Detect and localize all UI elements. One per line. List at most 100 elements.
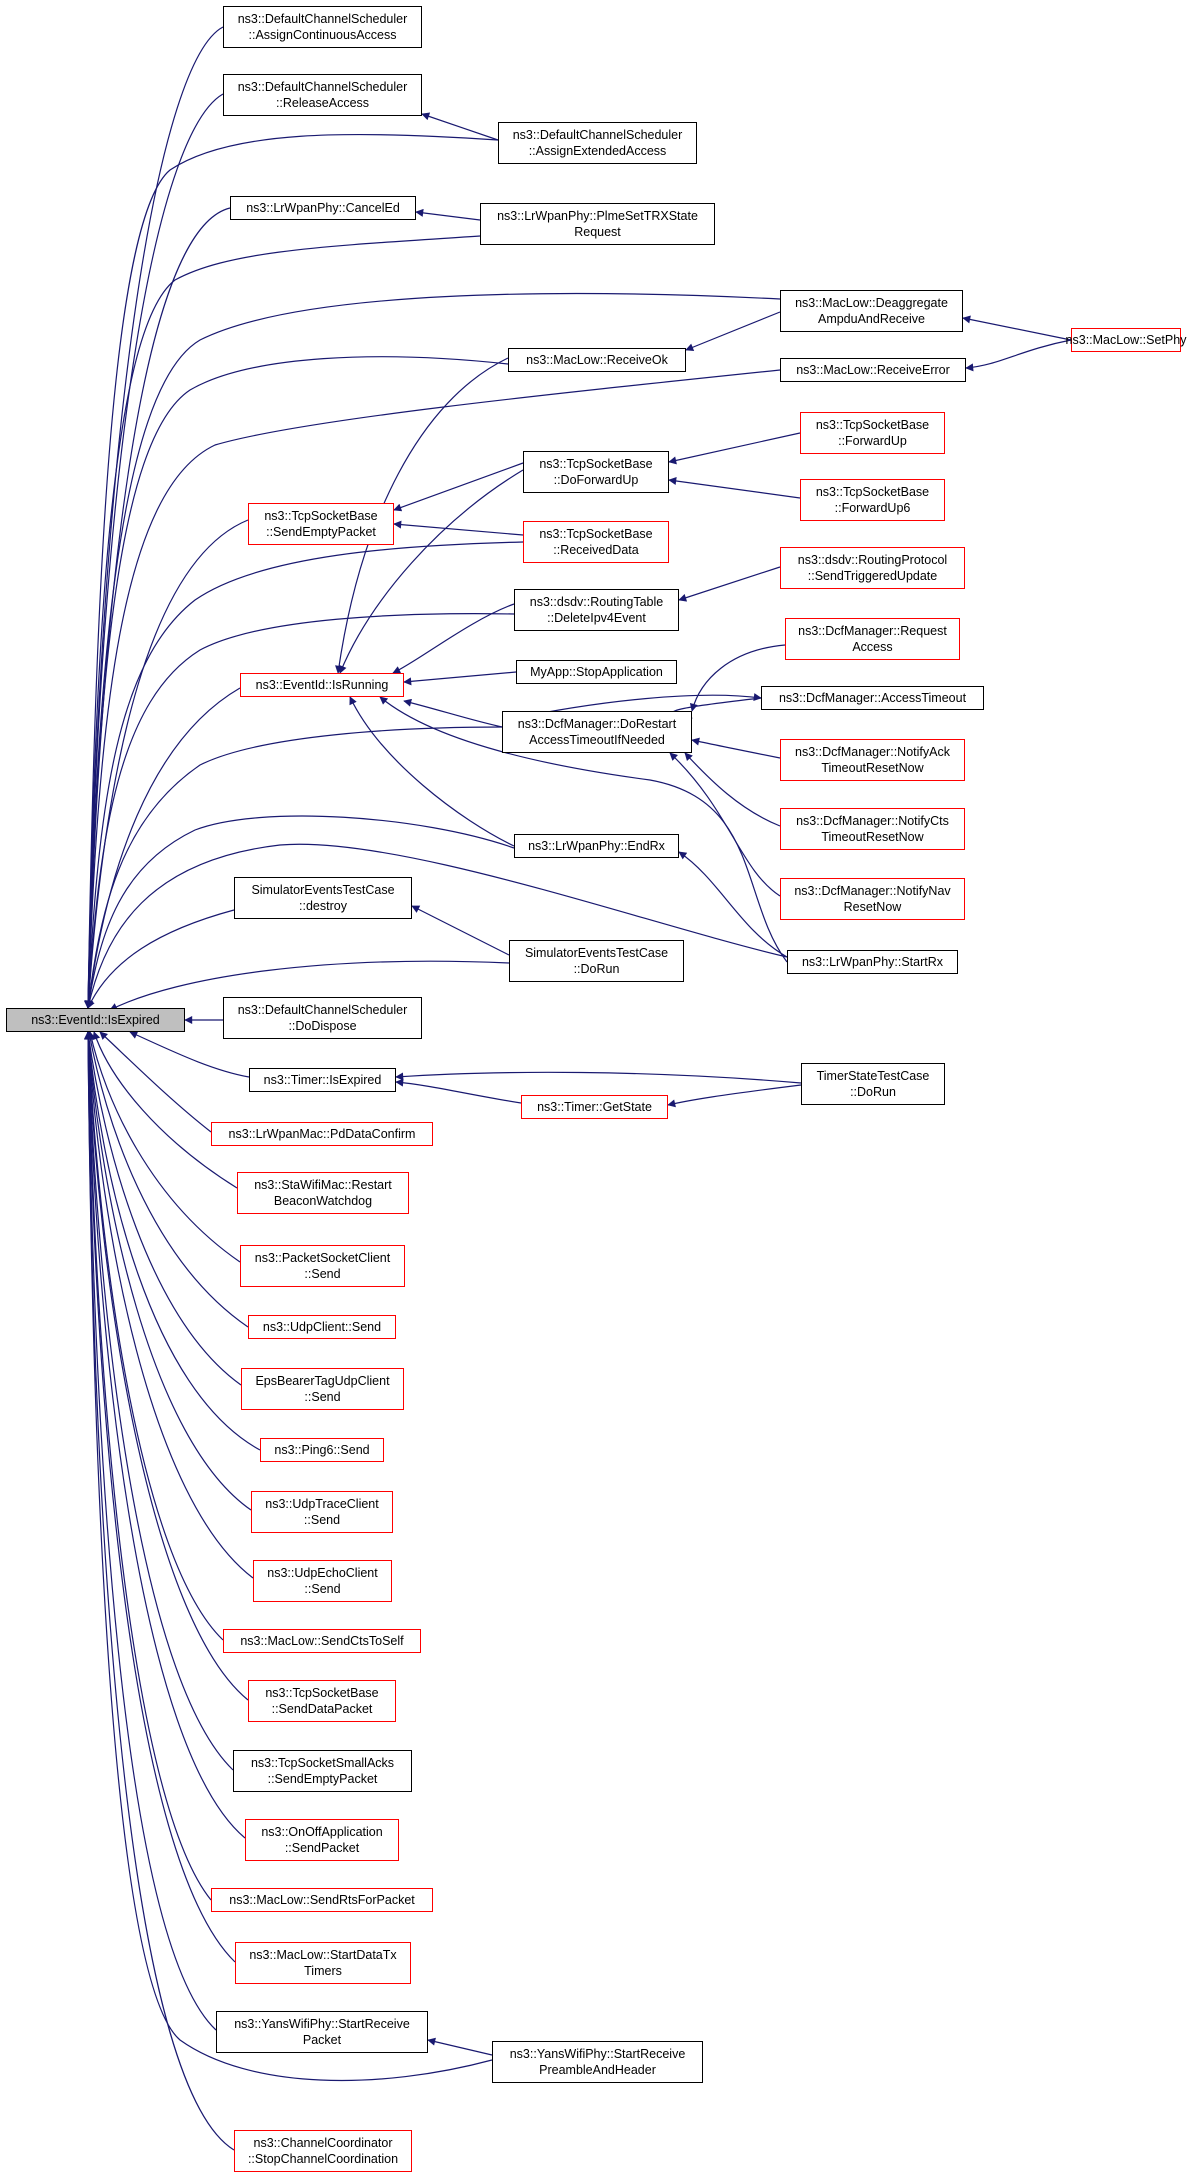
node-n23[interactable]: ns3::DcfManager::NotifyCts TimeoutResetN… <box>780 808 965 850</box>
node-n15[interactable]: ns3::dsdv::RoutingProtocol ::SendTrigger… <box>780 547 965 589</box>
call-edge <box>379 696 788 963</box>
call-edge <box>84 1031 249 1701</box>
node-n2[interactable]: ns3::DefaultChannelScheduler ::ReleaseAc… <box>223 74 422 116</box>
call-edge <box>84 726 503 1009</box>
call-edge <box>84 292 781 1009</box>
call-edge <box>85 843 788 1009</box>
node-root[interactable]: ns3::EventId::IsExpired <box>6 1008 185 1032</box>
node-n4[interactable]: ns3::LrWpanPhy::CancelEd <box>230 196 416 220</box>
call-edge <box>411 905 510 956</box>
call-edge <box>84 541 524 1009</box>
call-edge <box>395 1071 802 1084</box>
call-edge <box>84 1031 493 2082</box>
call-edge <box>87 1031 241 1263</box>
call-edge <box>84 93 224 1009</box>
call-edge <box>84 519 249 1009</box>
call-edge <box>415 208 481 221</box>
call-edge <box>84 1031 252 1511</box>
node-n27[interactable]: SimulatorEventsTestCase ::DoRun <box>509 940 684 982</box>
node-n25[interactable]: ns3::DcfManager::NotifyNav ResetNow <box>780 878 965 920</box>
call-edge <box>84 687 241 1009</box>
node-n14[interactable]: ns3::TcpSocketBase ::ReceivedData <box>523 521 669 563</box>
call-edge <box>962 315 1072 341</box>
node-n24[interactable]: ns3::LrWpanPhy::EndRx <box>514 834 679 858</box>
node-n48[interactable]: ns3::YansWifiPhy::StartReceive PreambleA… <box>492 2041 703 2083</box>
node-n19[interactable]: MyApp::StopApplication <box>516 660 677 684</box>
call-edge <box>84 1031 246 1839</box>
node-n3[interactable]: ns3::DefaultChannelScheduler ::AssignExt… <box>498 122 697 164</box>
call-edge <box>349 696 515 847</box>
call-edge <box>84 356 509 1009</box>
call-edge <box>685 311 781 352</box>
call-edge <box>668 477 801 499</box>
call-edge <box>84 1031 261 1451</box>
call-edge <box>393 462 524 512</box>
node-n29[interactable]: ns3::DefaultChannelScheduler ::DoDispose <box>223 997 422 1039</box>
node-n11[interactable]: ns3::TcpSocketBase ::DoForwardUp <box>523 451 669 493</box>
node-n49[interactable]: ns3::ChannelCoordinator ::StopChannelCoo… <box>234 2130 412 2172</box>
call-edge <box>965 339 1072 372</box>
call-edge <box>678 566 781 602</box>
node-n16[interactable]: ns3::dsdv::RoutingTable ::DeleteIpv4Even… <box>514 589 679 631</box>
node-n21[interactable]: ns3::DcfManager::DoRestart AccessTimeout… <box>502 711 692 753</box>
node-n32[interactable]: ns3::Timer::GetState <box>521 1095 668 1119</box>
call-edge <box>99 1031 212 1133</box>
call-edge <box>678 851 788 958</box>
node-n5[interactable]: ns3::LrWpanPhy::PlmeSetTRXState Request <box>480 203 715 245</box>
node-n45[interactable]: ns3::MacLow::SendRtsForPacket <box>211 1888 433 1912</box>
node-n20[interactable]: ns3::DcfManager::AccessTimeout <box>761 686 984 710</box>
node-n1[interactable]: ns3::DefaultChannelScheduler ::AssignCon… <box>223 6 422 48</box>
node-n7[interactable]: ns3::MacLow::SetPhy <box>1066 328 1186 352</box>
call-edge <box>339 469 524 674</box>
call-edge <box>684 752 781 827</box>
node-n46[interactable]: ns3::MacLow::StartDataTx Timers <box>235 1942 411 1984</box>
node-n13[interactable]: ns3::TcpSocketBase ::SendEmptyPacket <box>248 503 394 545</box>
node-n22[interactable]: ns3::DcfManager::NotifyAck TimeoutResetN… <box>780 739 965 781</box>
node-n6[interactable]: ns3::MacLow::Deaggregate AmpduAndReceive <box>780 290 963 332</box>
call-edge <box>403 671 517 686</box>
node-n28[interactable]: ns3::LrWpanPhy::StartRx <box>787 950 958 974</box>
call-edge <box>84 26 224 1009</box>
node-n18[interactable]: ns3::EventId::IsRunning <box>240 673 404 697</box>
node-n34[interactable]: ns3::StaWifiMac::Restart BeaconWatchdog <box>237 1172 409 1214</box>
call-edge <box>92 1031 238 1189</box>
node-n38[interactable]: ns3::Ping6::Send <box>260 1438 384 1462</box>
call-edge <box>84 1031 212 1901</box>
node-n41[interactable]: ns3::MacLow::SendCtsToSelf <box>223 1629 421 1653</box>
node-n40[interactable]: ns3::UdpEchoClient ::Send <box>253 1560 392 1602</box>
call-edge <box>667 1084 802 1108</box>
node-n9[interactable]: ns3::MacLow::ReceiveError <box>780 358 966 382</box>
node-n31[interactable]: TimerStateTestCase ::DoRun <box>801 1063 945 1105</box>
node-n12[interactable]: ns3::TcpSocketBase ::ForwardUp6 <box>800 479 945 521</box>
call-edge <box>85 815 515 1009</box>
call-edge <box>129 1031 250 1078</box>
node-n10[interactable]: ns3::TcpSocketBase ::ForwardUp <box>800 412 945 454</box>
node-n17[interactable]: ns3::DcfManager::Request Access <box>785 618 960 660</box>
call-edge <box>86 1031 249 1328</box>
node-n36[interactable]: ns3::UdpClient::Send <box>248 1315 396 1339</box>
call-edge <box>84 369 781 1009</box>
node-n33[interactable]: ns3::LrWpanMac::PdDataConfirm <box>211 1122 433 1146</box>
node-n44[interactable]: ns3::OnOffApplication ::SendPacket <box>245 1819 399 1861</box>
call-edge <box>85 1031 242 1386</box>
node-n8[interactable]: ns3::MacLow::ReceiveOk <box>508 348 686 372</box>
call-edge <box>427 2037 493 2056</box>
call-edge <box>84 1031 235 2151</box>
call-edge <box>392 603 515 674</box>
node-n47[interactable]: ns3::YansWifiPhy::StartReceive Packet <box>216 2011 428 2053</box>
call-edge <box>87 909 235 1009</box>
call-edge <box>668 432 801 465</box>
call-edge <box>84 1031 217 2031</box>
node-n42[interactable]: ns3::TcpSocketBase ::SendDataPacket <box>248 1680 396 1722</box>
node-n35[interactable]: ns3::PacketSocketClient ::Send <box>240 1245 405 1287</box>
call-edge <box>669 752 781 897</box>
node-n37[interactable]: EpsBearerTagUdpClient ::Send <box>241 1368 404 1410</box>
call-edge <box>335 357 509 674</box>
call-edge <box>689 644 786 712</box>
node-n39[interactable]: ns3::UdpTraceClient ::Send <box>251 1491 393 1533</box>
node-n26[interactable]: SimulatorEventsTestCase ::destroy <box>234 877 412 919</box>
node-n43[interactable]: ns3::TcpSocketSmallAcks ::SendEmptyPacke… <box>233 1750 412 1792</box>
node-n30[interactable]: ns3::Timer::IsExpired <box>249 1068 396 1092</box>
